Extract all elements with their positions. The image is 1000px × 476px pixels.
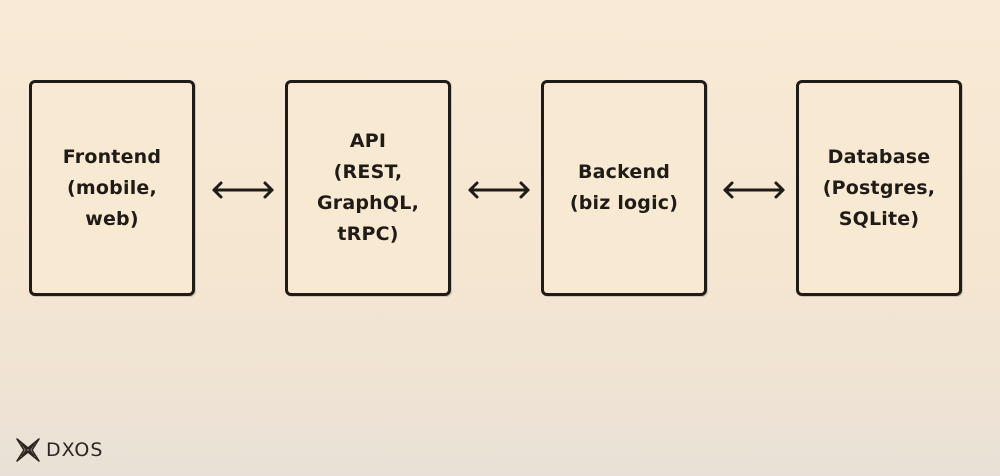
frontend-api-arrow bbox=[212, 181, 274, 199]
dxos-logo-icon bbox=[16, 438, 40, 462]
api-backend-arrow bbox=[468, 181, 530, 199]
backend-label: Backend (biz logic) bbox=[569, 161, 679, 214]
dxos-logo-text: DXOS bbox=[46, 439, 104, 461]
frontend-box: Frontend (mobile, web) bbox=[29, 80, 195, 296]
database-label: Database (Postgres, SQLite) bbox=[822, 145, 936, 230]
dxos-watermark: DXOS bbox=[14, 436, 103, 464]
backend-database-arrow bbox=[723, 181, 785, 199]
backend-box: Backend (biz logic) bbox=[541, 80, 707, 296]
frontend-label: Frontend (mobile, web) bbox=[62, 145, 162, 230]
api-box: API (REST, GraphQL, tRPC) bbox=[285, 80, 451, 296]
api-label: API (REST, GraphQL, tRPC) bbox=[317, 130, 419, 245]
database-box: Database (Postgres, SQLite) bbox=[796, 80, 962, 296]
